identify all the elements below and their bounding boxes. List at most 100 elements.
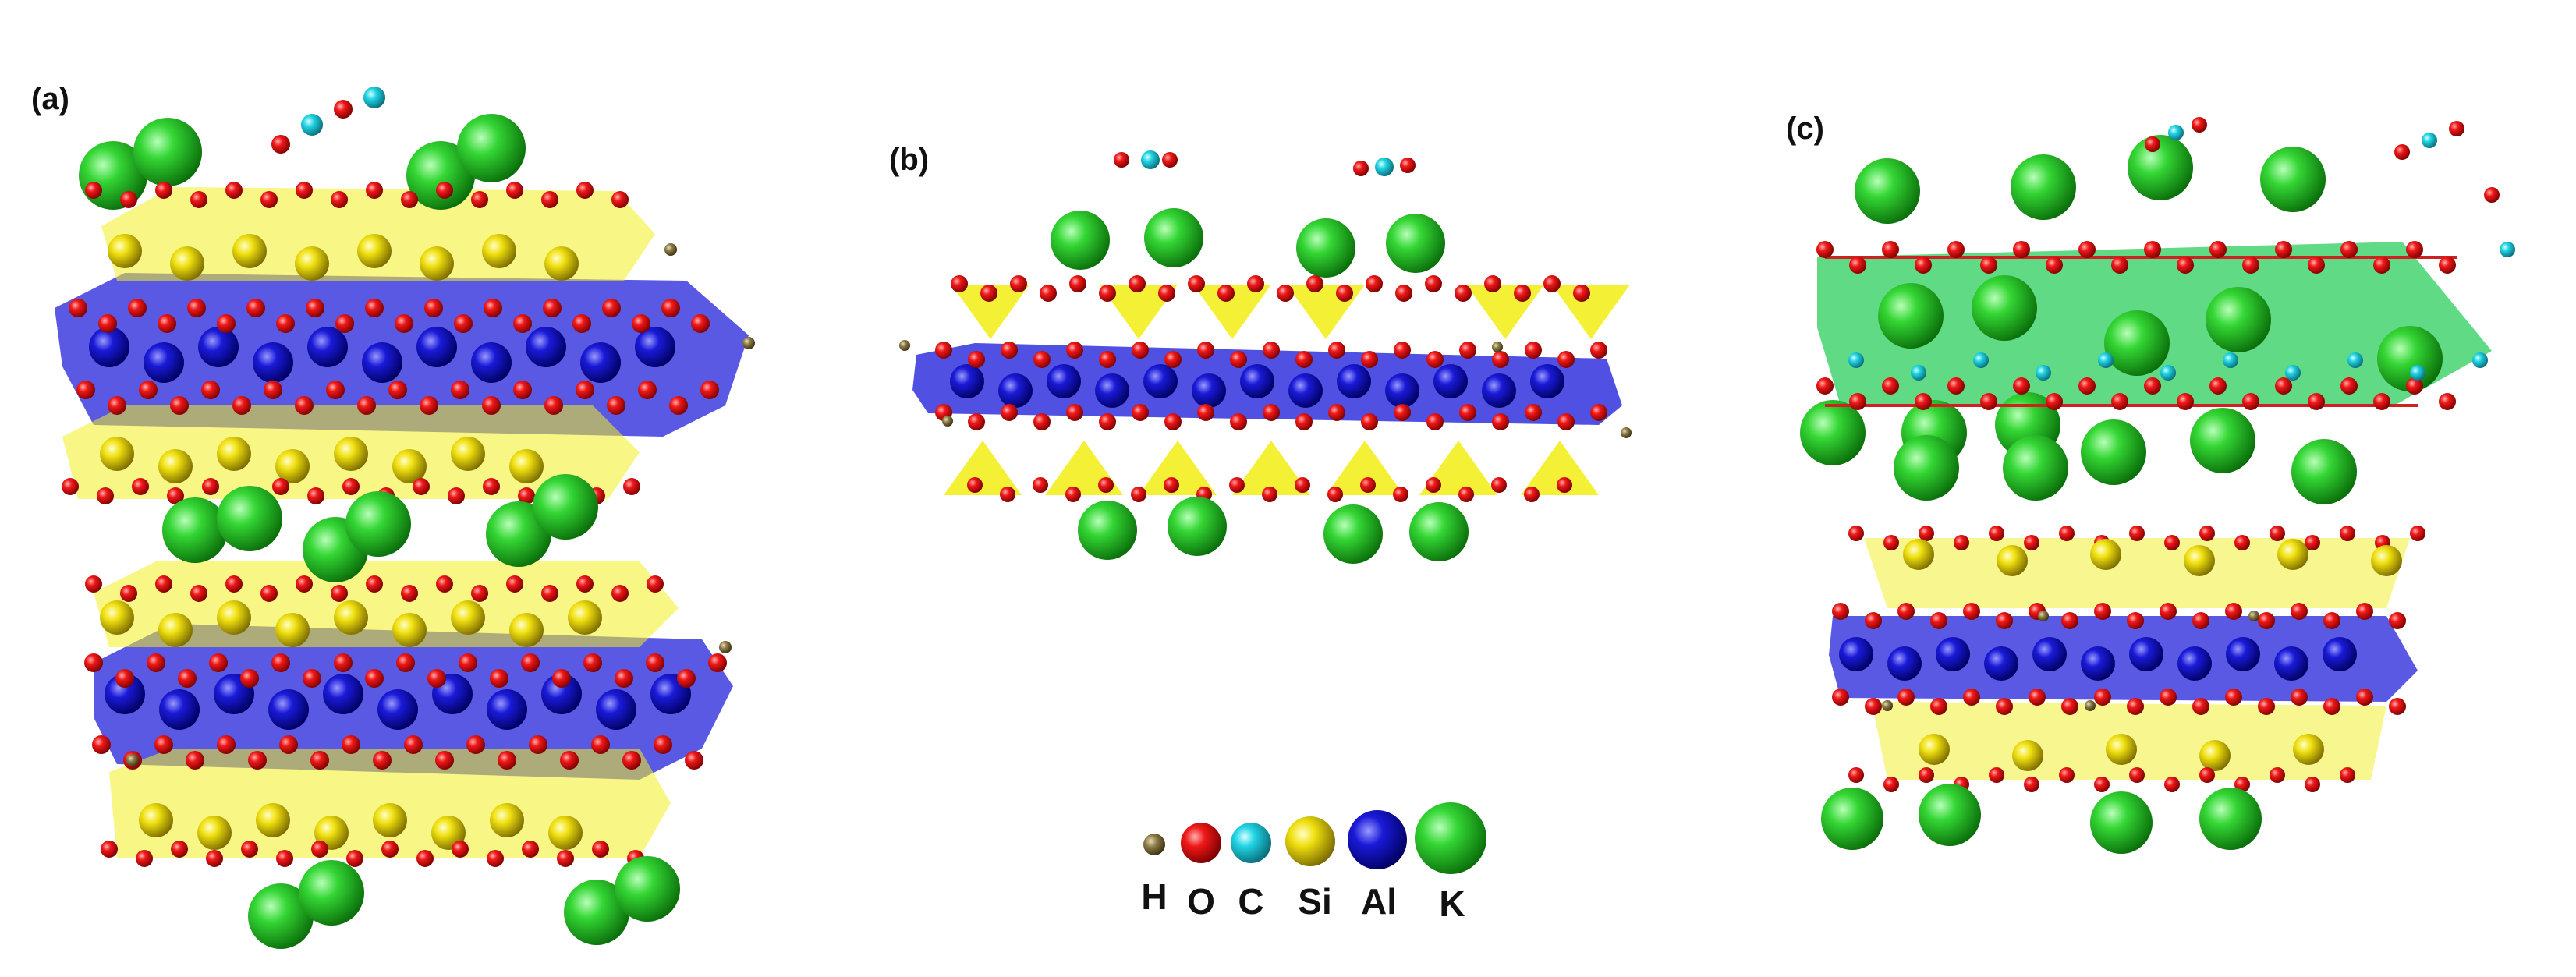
al-atom	[1385, 373, 1419, 408]
o-atom	[1484, 275, 1501, 292]
o-atom	[1919, 767, 1934, 783]
o-atom	[155, 575, 172, 593]
o-atom	[2192, 612, 2209, 629]
o-atom	[1000, 487, 1015, 502]
k-atom	[1168, 497, 1227, 556]
legend-si-label: Si	[1298, 881, 1331, 922]
o-atom	[2192, 698, 2209, 715]
si-tetrahedron	[1139, 441, 1217, 495]
o-atom	[84, 653, 103, 672]
o-atom	[136, 850, 153, 867]
o-atom	[2308, 257, 2325, 274]
legend-h-label: H	[1141, 876, 1167, 917]
o-atom	[452, 841, 469, 858]
o-atom	[518, 487, 535, 504]
al-atom	[1240, 364, 1274, 398]
al-atom	[416, 327, 457, 367]
al-atom	[144, 342, 184, 383]
o-atom	[2308, 393, 2325, 410]
o-atom	[1263, 342, 1280, 359]
si-atom	[256, 803, 290, 837]
o-atom	[1394, 404, 1411, 421]
o-atom	[2242, 257, 2259, 274]
o-atom	[2373, 393, 2390, 410]
o-atom	[2394, 144, 2410, 160]
o-atom	[2258, 612, 2275, 629]
al-atom	[268, 689, 309, 730]
al-atom	[2032, 637, 2067, 671]
o-atom	[2340, 526, 2355, 541]
k-atom	[2081, 419, 2146, 485]
o-atom	[307, 487, 324, 504]
o-atom	[2270, 526, 2285, 541]
si-atom	[158, 449, 193, 483]
al-atom	[1095, 373, 1129, 408]
al-atom	[487, 689, 527, 730]
si-tetrahedron	[1232, 441, 1310, 495]
o-atom	[1033, 413, 1051, 430]
panel-b-label: (b)	[889, 143, 929, 177]
o-atom	[459, 653, 477, 672]
o-atom	[2389, 612, 2406, 629]
legend-o-label: O	[1187, 881, 1215, 922]
o-atom	[241, 841, 258, 858]
al-atom	[362, 342, 402, 383]
o-atom	[498, 751, 516, 770]
o-atom	[2127, 698, 2144, 715]
si-atom	[334, 437, 368, 471]
si-atom	[197, 816, 232, 850]
si-atom	[2184, 545, 2215, 576]
o-atom	[132, 478, 149, 495]
o-atom	[1832, 603, 1849, 620]
al-atom	[1192, 373, 1226, 408]
o-atom	[271, 135, 290, 154]
h-atom	[2248, 611, 2259, 621]
o-atom	[968, 413, 985, 430]
o-atom	[108, 396, 126, 415]
o-atom	[622, 751, 641, 770]
k-atom	[1409, 502, 1469, 561]
si-atom	[232, 234, 267, 268]
o-atom	[1336, 285, 1353, 302]
k-atom	[2190, 408, 2255, 473]
c-atom	[1848, 352, 1864, 368]
si-atom	[108, 234, 142, 268]
c-atom	[2500, 242, 2515, 257]
o-atom	[2078, 377, 2096, 395]
c-atom	[1375, 158, 1394, 176]
al-atom	[1047, 364, 1081, 398]
o-atom	[700, 381, 719, 399]
k-atom	[2090, 791, 2153, 854]
o-atom	[1132, 404, 1149, 421]
o-atom	[1129, 275, 1146, 292]
o-atom	[1590, 342, 1607, 359]
o-atom	[1162, 152, 1178, 168]
al-atom	[1433, 364, 1468, 398]
o-atom	[276, 314, 295, 333]
h-atom	[942, 416, 953, 427]
o-atom	[1131, 487, 1146, 502]
o-atom	[611, 191, 629, 208]
o-atom	[454, 314, 473, 333]
o-atom	[2144, 377, 2161, 395]
k-atom	[345, 491, 411, 557]
o-atom	[521, 653, 540, 672]
k-atom	[2003, 435, 2068, 501]
al-atom	[1337, 364, 1371, 398]
o-atom	[2323, 698, 2340, 715]
o-atom	[158, 314, 176, 333]
si-atom	[2090, 539, 2121, 570]
k-atom	[162, 497, 228, 563]
o-atom	[296, 575, 313, 593]
si-atom	[392, 449, 427, 483]
o-atom	[246, 299, 265, 317]
si-atom	[451, 437, 485, 471]
o-atom	[1426, 351, 1444, 368]
o-atom	[311, 841, 328, 858]
o-atom	[1980, 393, 1997, 410]
k-atom	[2291, 439, 2357, 504]
o-atom	[1557, 351, 1575, 368]
si-atom	[1903, 539, 1934, 570]
legend-al-label: Al	[1361, 881, 1397, 922]
o-atom	[303, 669, 321, 688]
